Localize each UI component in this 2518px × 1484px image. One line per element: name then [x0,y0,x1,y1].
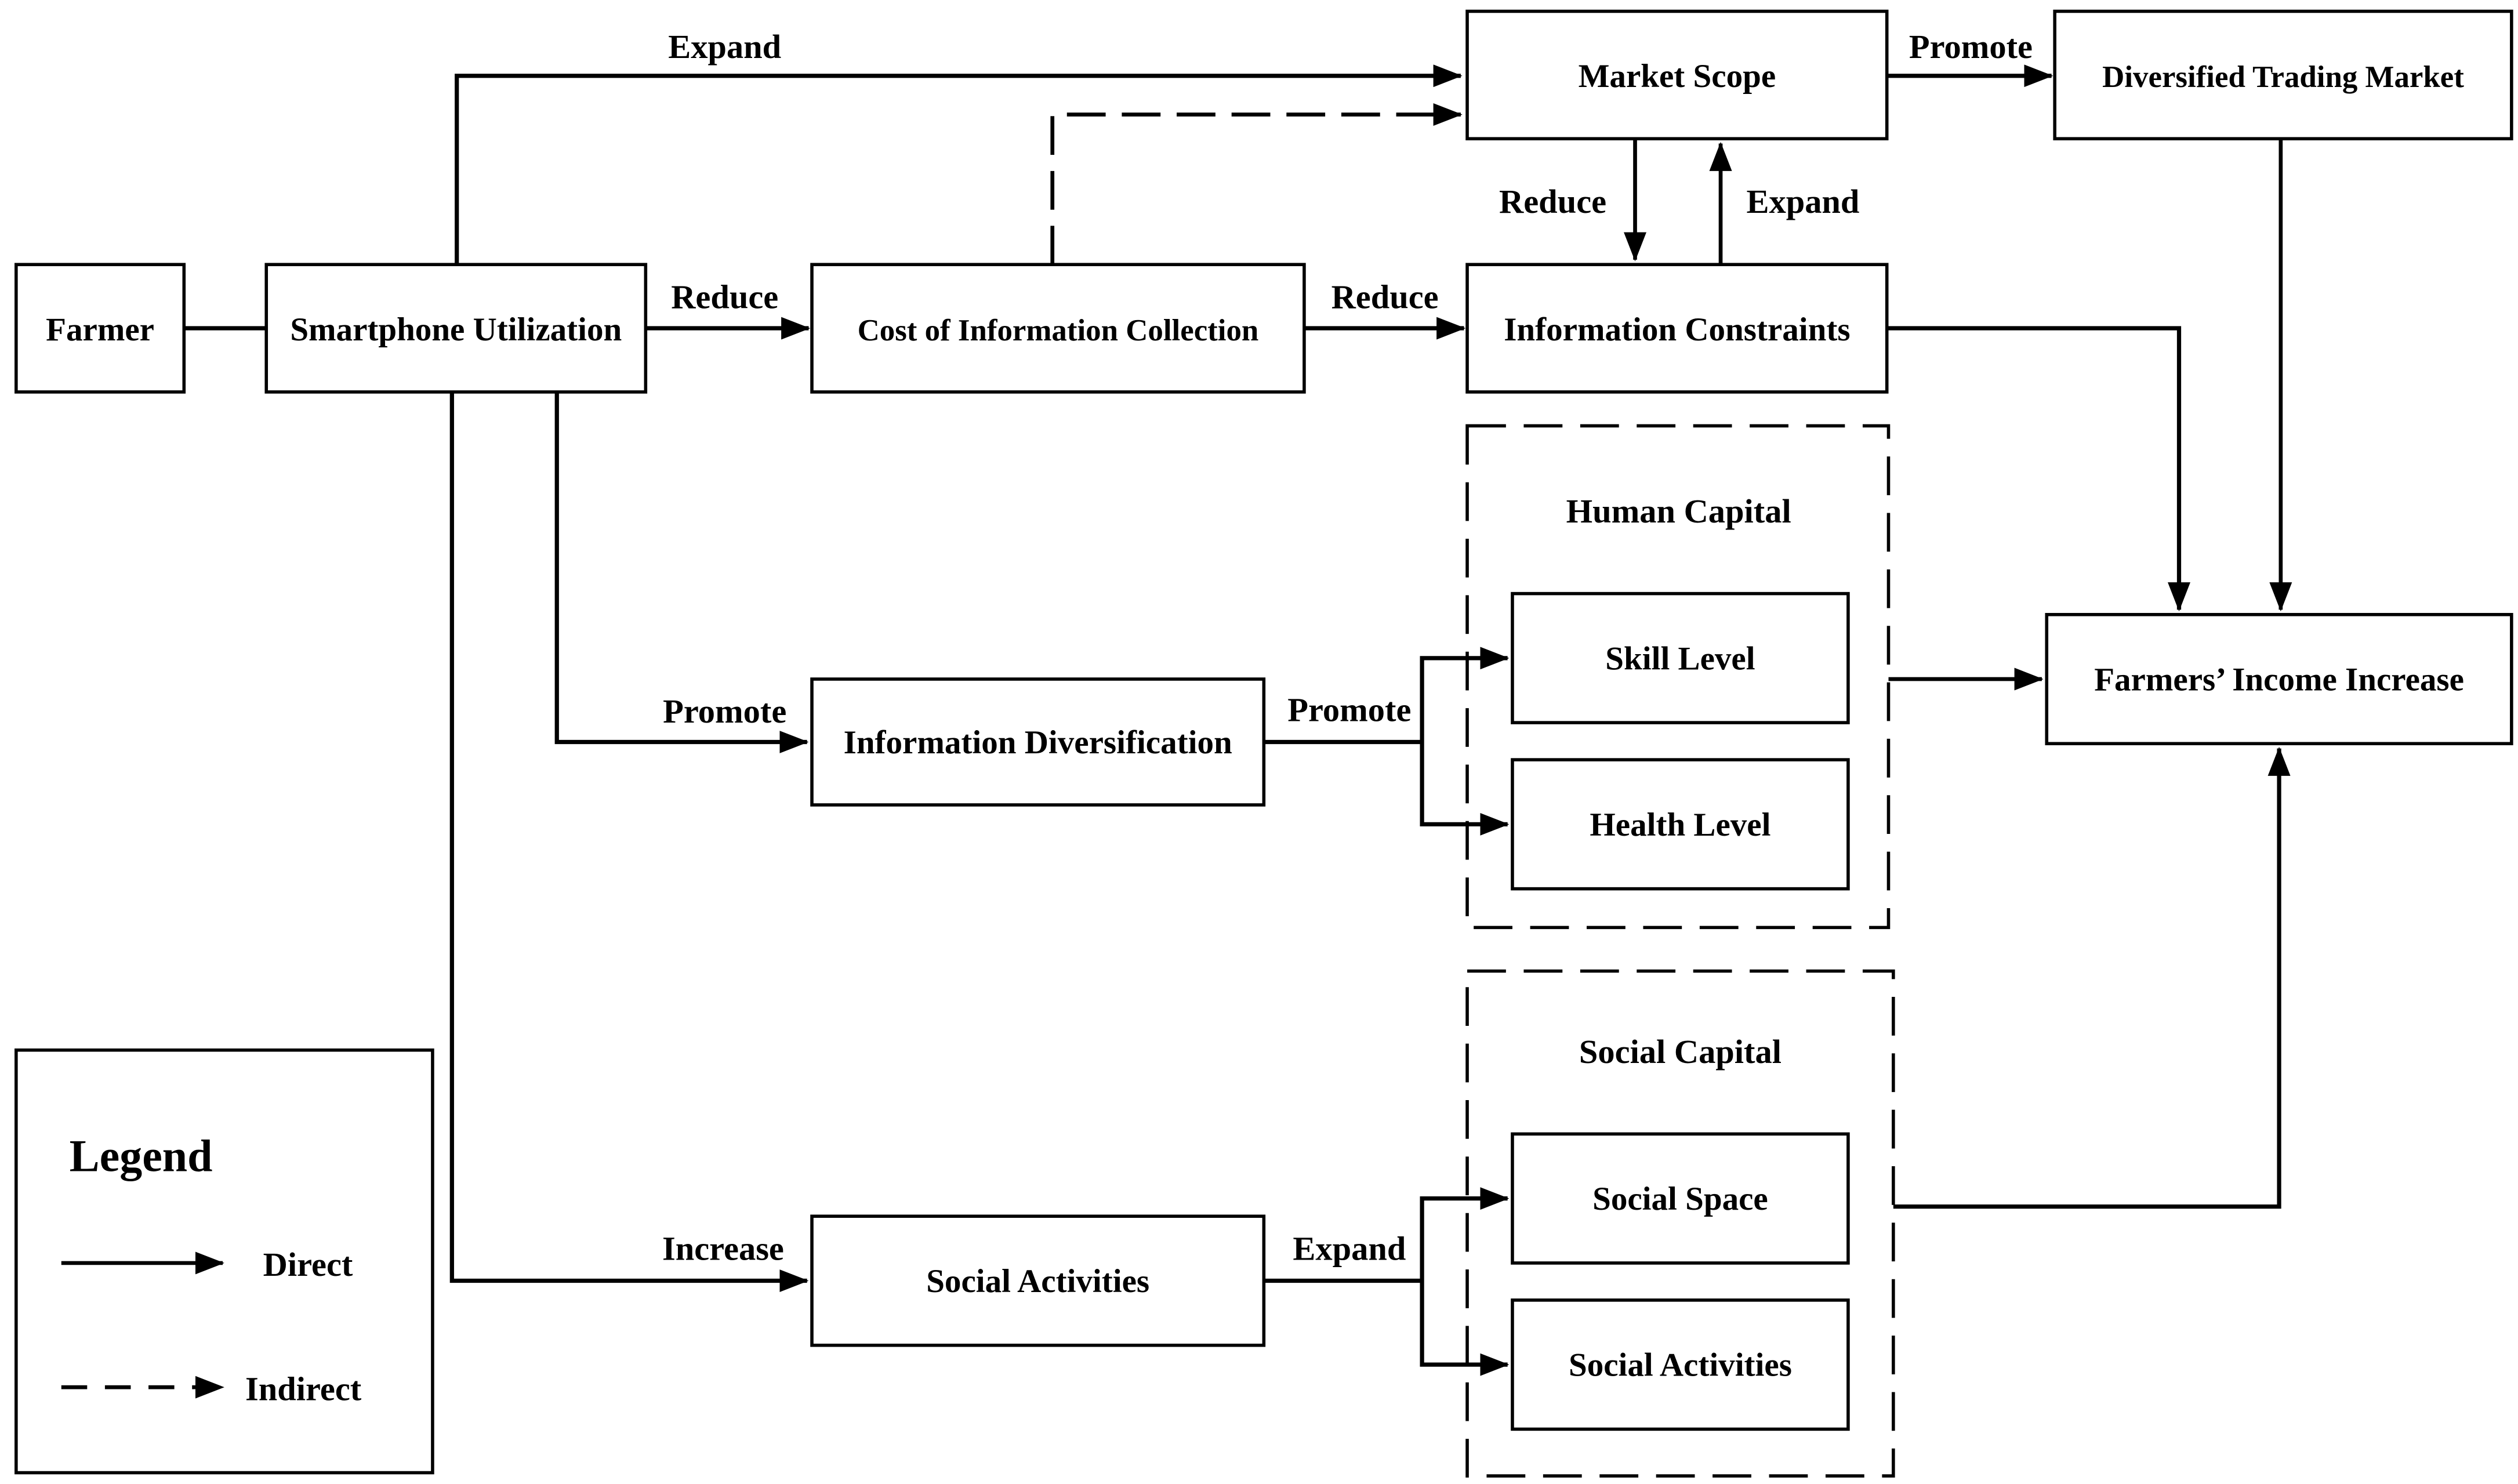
edge-smartphone-to-diversification [554,391,809,753]
edge-smartphone-to-market-scope [455,64,1463,265]
information-diversification-node [810,677,1266,807]
edge-social-to-space [1420,1187,1510,1281]
farmer-node [14,263,186,394]
social-activities-inner-label: Social Activities [1569,1347,1792,1384]
social-activities-label: Social Activities [926,1263,1149,1300]
increase-smartphone-social-label: Increase [662,1229,784,1267]
smartphone-utilization-node [264,263,648,394]
edge-diversification-to-skill [1420,647,1510,742]
legend-title: Legend [70,1131,213,1181]
skill-level-node [1511,592,1850,724]
social-capital-group-box [1465,969,1895,1478]
reduce-smartphone-cost-label: Reduce [671,278,778,315]
health-level-label: Health Level [1590,807,1770,843]
edge-social-capital-to-income [1893,746,2291,1209]
information-constraints-label: Information Constraints [1504,311,1850,348]
farmers-income-increase-label: Farmers’ Income Increase [2094,662,2464,698]
legend-direct-label: Direct [263,1246,353,1283]
edge-smartphone-to-social-activities [449,391,809,1292]
smartphone-utilization-label: Smartphone Utilization [290,311,622,348]
social-space-label: Social Space [1592,1181,1768,1217]
social-space-node [1511,1132,1850,1265]
expand-top-label: Expand [668,28,781,66]
farmer-label: Farmer [46,311,154,348]
edge-diversification-to-health [1420,742,1510,836]
cost-of-information-collection-label: Cost of Information Collection [858,314,1259,347]
cost-of-information-collection-node [810,263,1306,394]
expand-constraints-market-label: Expand [1747,183,1860,220]
farmers-income-increase-node [2045,612,2513,746]
market-scope-label: Market Scope [1579,58,1776,95]
reduce-cost-constraints-label: Reduce [1331,278,1439,315]
health-level-node [1511,758,1850,891]
skill-level-label: Skill Level [1605,640,1755,677]
human-capital-group-box [1465,424,1891,930]
diversified-trading-market-label: Diversified Trading Market [2102,60,2464,94]
social-capital-label: Social Capital [1579,1033,1782,1071]
social-activities-node [810,1214,1266,1347]
promote-smartphone-diversification-label: Promote [663,692,786,730]
edge-cost-to-market-scope-indirect [1050,103,1463,265]
diversified-trading-market-node [2053,9,2513,140]
promote-diversification-capital-label: Promote [1287,691,1411,728]
market-scope-node [1465,9,1889,140]
reduce-market-constraints-label: Reduce [1499,183,1606,220]
promote-top-label: Promote [1909,28,2033,66]
information-constraints-node [1465,263,1889,394]
human-capital-label: Human Capital [1566,492,1791,530]
social-activities-inner-node [1511,1298,1850,1431]
edge-social-to-activities-inner [1420,1280,1510,1376]
information-diversification-label: Information Diversification [844,724,1232,761]
legend-indirect-label: Indirect [245,1370,362,1407]
edge-constraints-to-income [1886,326,2190,612]
expand-social-capital-label: Expand [1293,1229,1406,1267]
